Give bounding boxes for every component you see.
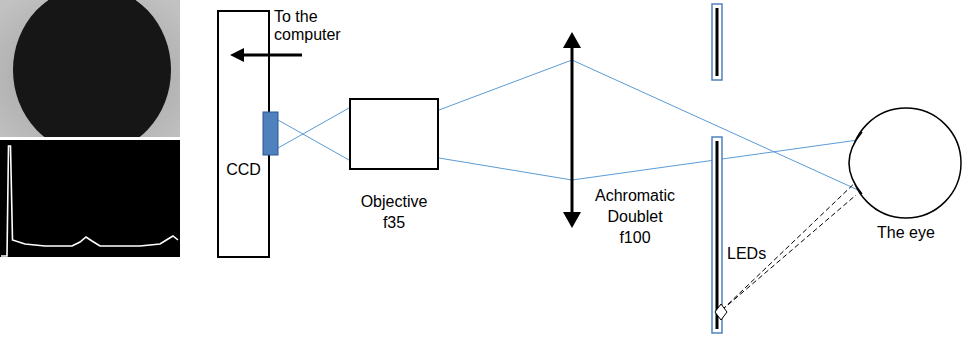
pupil-photo [0,0,180,137]
ccd-sensor [263,112,278,155]
ray [278,120,349,160]
part-label: LEDs [727,244,771,265]
ray [439,60,572,110]
objective-box: Objective f35 [349,98,439,170]
lens-symbol [571,44,574,216]
ccd-box: CCD [217,10,270,258]
lens-arrowhead [563,212,581,228]
pupil-disc [13,0,171,137]
led-beam [722,178,860,310]
node-heading: Objective f35 [351,192,437,234]
plate-core [716,141,719,329]
part-label: Achromatic Doublet f100 [592,186,678,248]
ray [278,108,349,148]
node-label: CCD [219,160,268,181]
output-arrow [242,54,302,57]
aperture-plate [712,137,722,333]
led-beam [722,195,856,310]
light-rays [278,60,858,190]
annotation-label: To the computer [274,8,349,45]
node-heading: The eye [850,223,962,244]
output-arrowhead [230,48,244,62]
cornea [849,132,862,194]
intensity-profile [1,146,178,256]
profile-panel [0,140,180,257]
lens-arrowhead [563,32,581,48]
eye-outline [850,107,962,219]
ray [439,158,572,180]
aperture-plate [712,4,722,80]
eye-circle: The eye [850,107,962,219]
led-symbol [715,304,727,320]
plate-core [716,8,719,76]
eyeball [851,108,961,218]
